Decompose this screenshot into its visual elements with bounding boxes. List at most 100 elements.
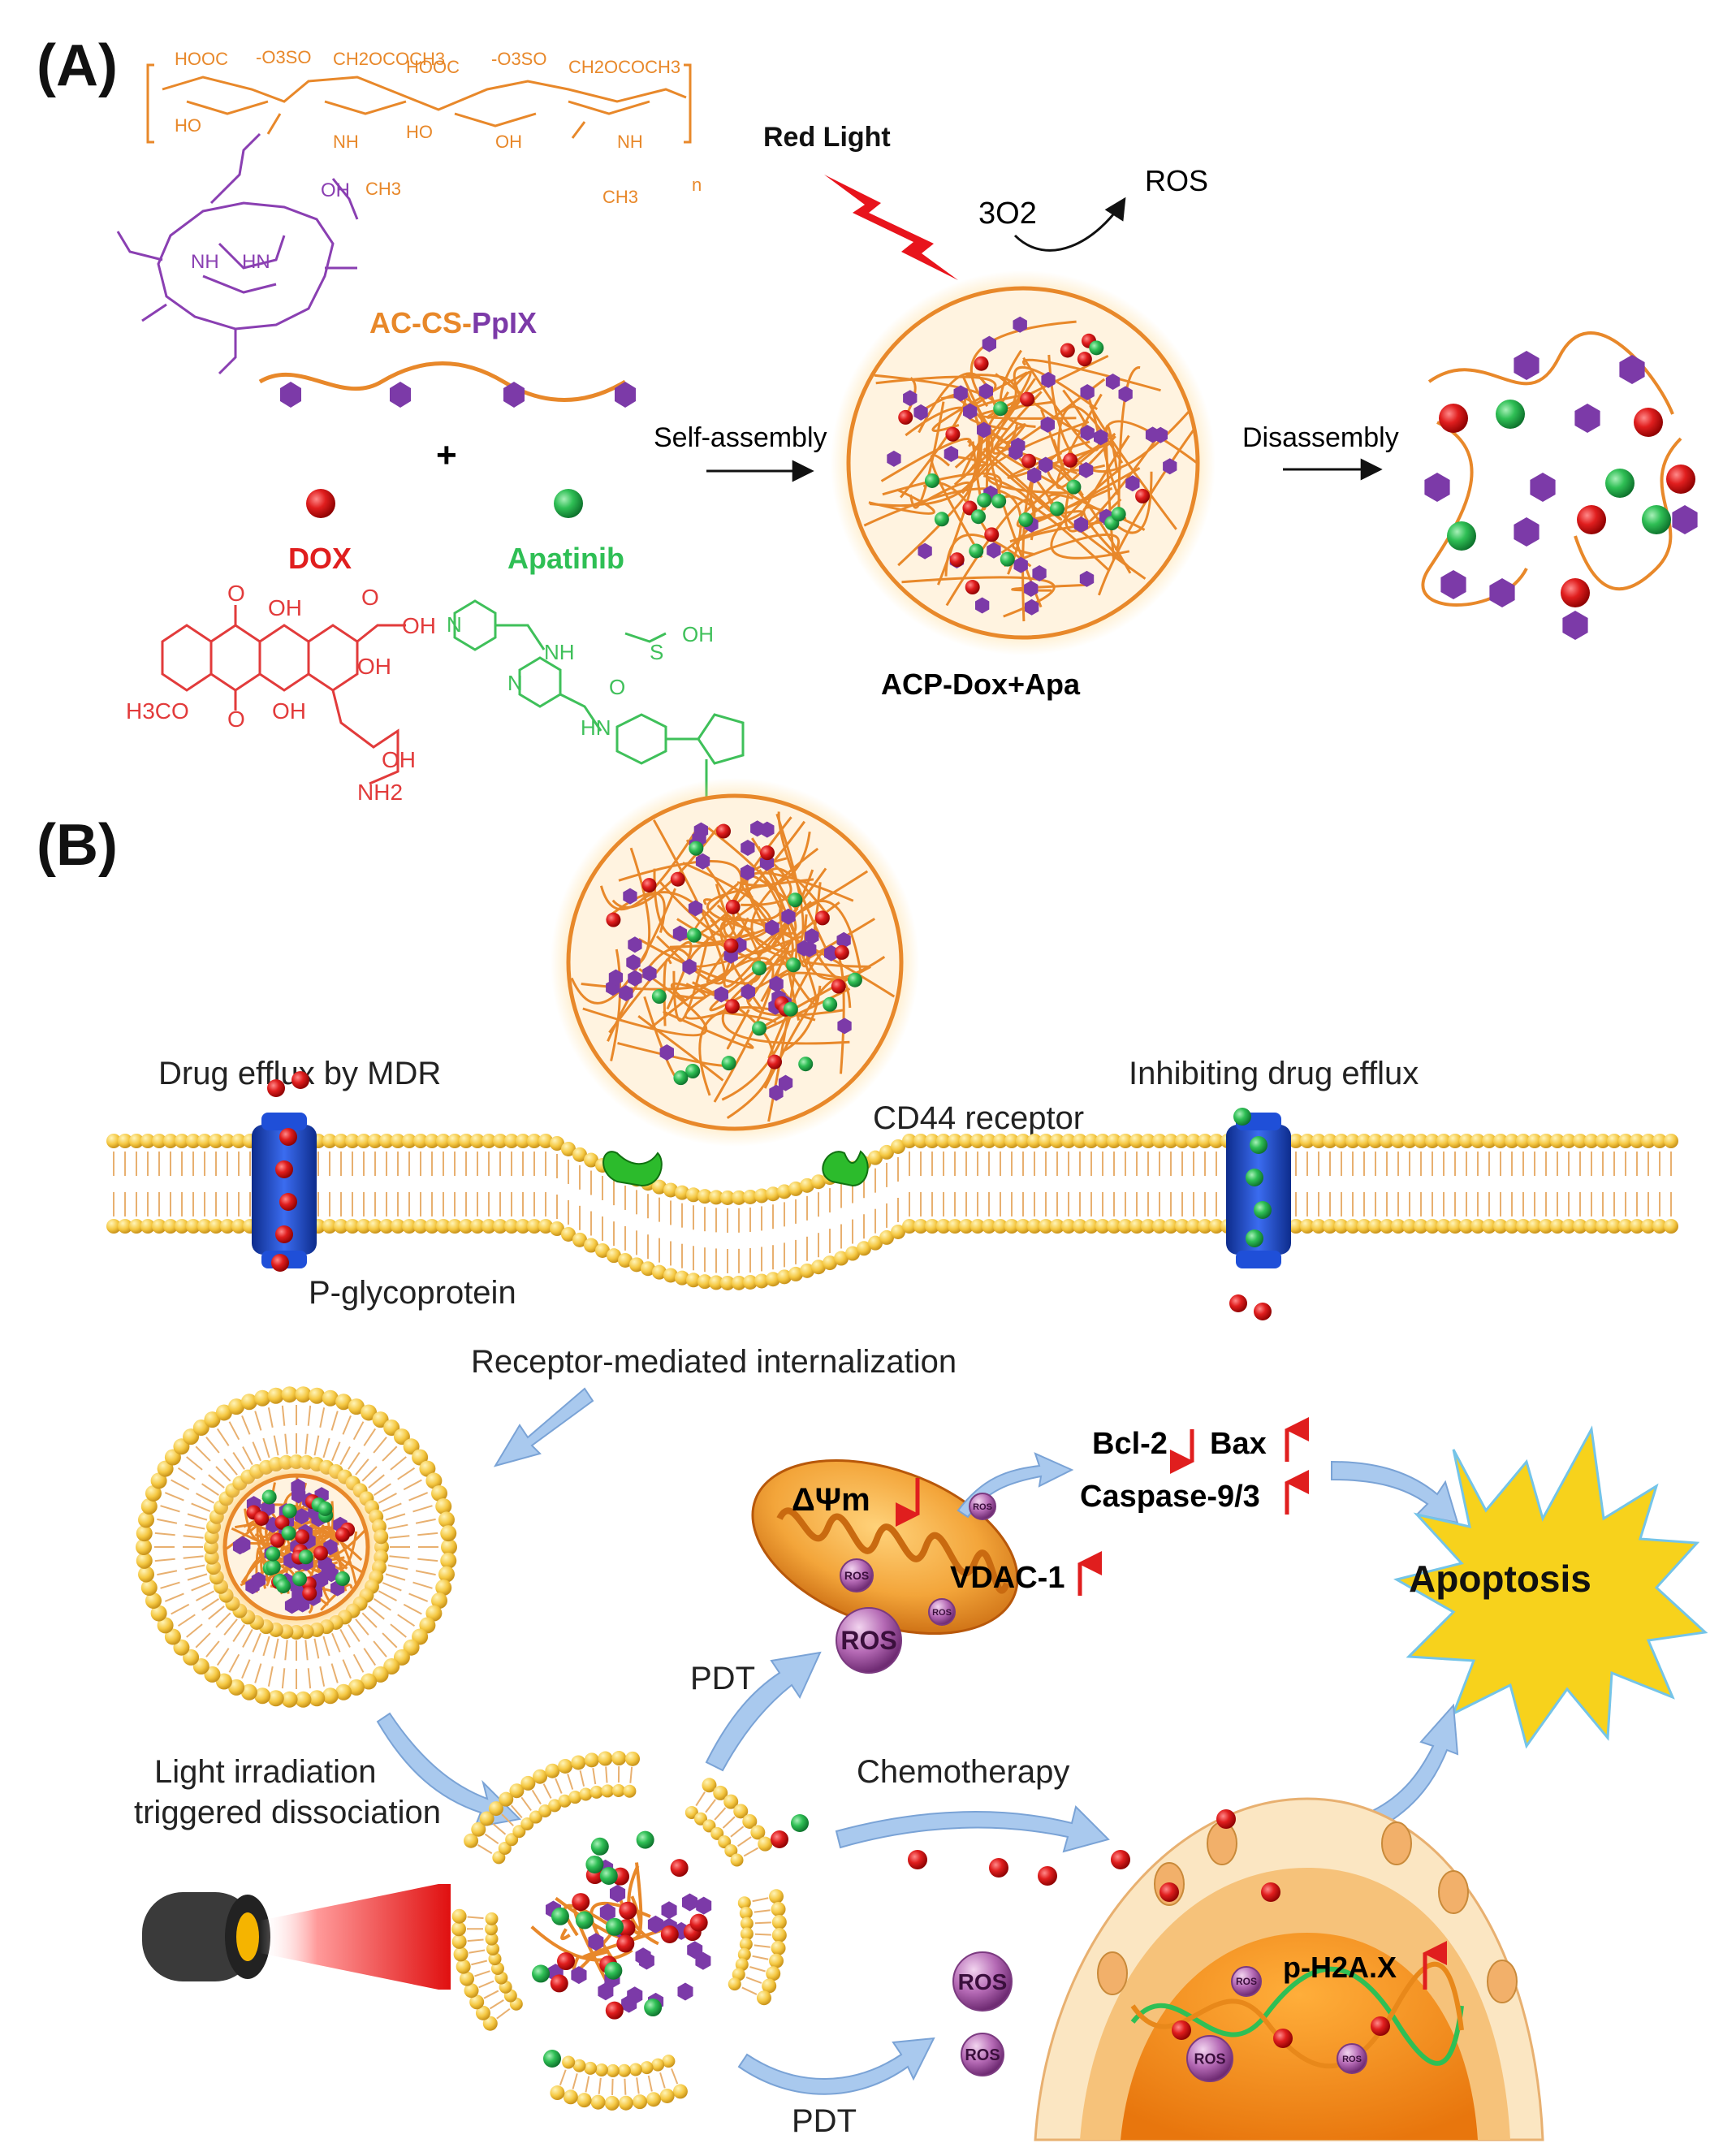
apatinib-sphere <box>281 1526 296 1541</box>
dox-sphere <box>275 1160 293 1178</box>
ppix-hexagon <box>714 986 728 1003</box>
ppix-hexagon <box>805 928 819 945</box>
cell-membrane <box>106 1134 1678 1290</box>
dox-sphere <box>984 527 1000 542</box>
dox-sphere <box>1371 2016 1390 2036</box>
dox-sphere <box>767 1054 783 1070</box>
svg-text:OH: OH <box>402 613 436 638</box>
dox-sphere <box>274 1515 290 1530</box>
svg-text:CH3: CH3 <box>602 187 638 207</box>
ppix-hexagon <box>232 1538 248 1555</box>
disassembly-label: Disassembly <box>1242 422 1399 453</box>
apatinib-sphere <box>636 1830 654 1849</box>
apatinib-sphere <box>823 996 838 1012</box>
apatinib-sphere <box>1018 512 1034 528</box>
internalization-label: Receptor-mediated internalization <box>471 1344 957 1380</box>
ppix-hexagon <box>1024 581 1039 597</box>
apatinib-sphere <box>1605 469 1635 498</box>
dox-sphere <box>814 910 830 926</box>
svg-text:O: O <box>361 585 379 610</box>
apatinib-sphere <box>1254 1201 1272 1219</box>
ppix-hexagon <box>978 382 993 400</box>
svg-text:CH2OCOCH3: CH2OCOCH3 <box>568 57 680 77</box>
svg-text:OH: OH <box>272 698 306 724</box>
ppix-hexagon <box>982 335 996 352</box>
bcl-to-apoptosis-arrow <box>1331 1460 1459 1524</box>
ppix-hexagon <box>1125 475 1140 492</box>
dox-sphere <box>270 1532 285 1548</box>
ppix-hexagon <box>1105 374 1121 390</box>
ppix-hexagon <box>977 421 991 439</box>
ros-label: ROS <box>1145 164 1208 197</box>
polymer-chain <box>258 361 627 402</box>
endosome <box>136 1386 457 1708</box>
dox-sphere <box>1021 453 1037 469</box>
dox-sphere <box>295 1529 310 1545</box>
dox-sphere <box>965 580 980 595</box>
ppix-structure <box>116 132 359 375</box>
dox-sphere <box>291 1071 309 1089</box>
ppix-hexagon <box>571 1966 587 1985</box>
apatinib-sphere <box>266 1546 281 1562</box>
self-assembly-label: Self-assembly <box>654 422 827 453</box>
ppix-hexagon <box>797 940 811 957</box>
dox-sphere <box>1038 1866 1057 1886</box>
dox-sphere <box>271 1254 289 1272</box>
apatinib-sphere <box>651 989 667 1005</box>
p-glycoprotein-right <box>1226 1113 1291 1268</box>
light-irradiation-label: Light irradiation <box>154 1754 377 1790</box>
dox-sphere <box>605 2001 624 2020</box>
svg-text:-O3SO: -O3SO <box>256 47 311 67</box>
ppix-hexagon <box>1078 461 1094 478</box>
dox-sphere <box>1229 1294 1247 1312</box>
ppix-hexagon <box>765 919 779 936</box>
dox-atom-labels: O OH O OH OH H3CO O OH OH NH2 <box>126 581 436 805</box>
ppix-hexagon <box>1027 467 1042 484</box>
dox-sphere <box>689 1913 708 1932</box>
ppix-hexagon <box>296 1596 310 1613</box>
dox-sphere <box>1254 1303 1272 1320</box>
ppix-hexagon <box>781 908 796 925</box>
dox-sphere <box>660 1925 679 1943</box>
svg-text:OH: OH <box>321 179 350 201</box>
caspase-label: Caspase-9/3 <box>1080 1480 1260 1514</box>
ppix-hexagon <box>647 1915 663 1934</box>
apatinib-sphere <box>585 1855 604 1873</box>
ppix-hexagon <box>672 925 688 942</box>
inhibiting-label: Inhibiting drug efflux <box>1129 1056 1419 1091</box>
ppix-hexagon <box>313 1571 329 1588</box>
apatinib-sphere <box>1250 1136 1267 1154</box>
ppix-hexagon <box>1025 598 1039 616</box>
ppix-nh: NH <box>191 251 219 273</box>
dox-sphere <box>313 1545 328 1561</box>
apatinib-sphere <box>721 1056 736 1071</box>
ppix-hexagon <box>608 969 624 986</box>
apatinib-sphere <box>1066 479 1082 495</box>
ppix-hexagon <box>953 385 968 402</box>
apatinib-sphere <box>1447 521 1476 551</box>
ppix-hexagon <box>1011 437 1026 454</box>
apatinib-sphere <box>1000 551 1015 567</box>
bcl2-label: Bcl-2 <box>1092 1427 1168 1461</box>
ros-generation-arrow <box>1013 197 1126 252</box>
apatinib-sphere <box>605 1917 624 1936</box>
dox-sphere <box>1111 1850 1130 1869</box>
dox-sphere <box>716 823 732 839</box>
panel-label-a: (A) <box>37 33 118 98</box>
svg-text:O: O <box>227 581 245 606</box>
cd44-label: CD44 receptor <box>873 1100 1084 1136</box>
apatinib-sphere <box>276 1578 291 1593</box>
ppix-hexagon <box>741 840 755 856</box>
svg-text:OH: OH <box>682 622 714 646</box>
ppix-hexagon <box>975 597 990 614</box>
pdt-label-bottom: PDT <box>792 2103 857 2139</box>
dox-sphere <box>974 356 989 371</box>
apatinib-sphere <box>298 1549 313 1565</box>
ppix-hexagon <box>1080 425 1095 442</box>
ppix-hexagon <box>610 1884 626 1903</box>
p-glycoprotein-label: P-glycoprotein <box>309 1275 516 1311</box>
ros-sphere <box>1337 2043 1367 2074</box>
svg-text:NH2: NH2 <box>357 780 403 805</box>
ros-sphere <box>840 1558 874 1592</box>
